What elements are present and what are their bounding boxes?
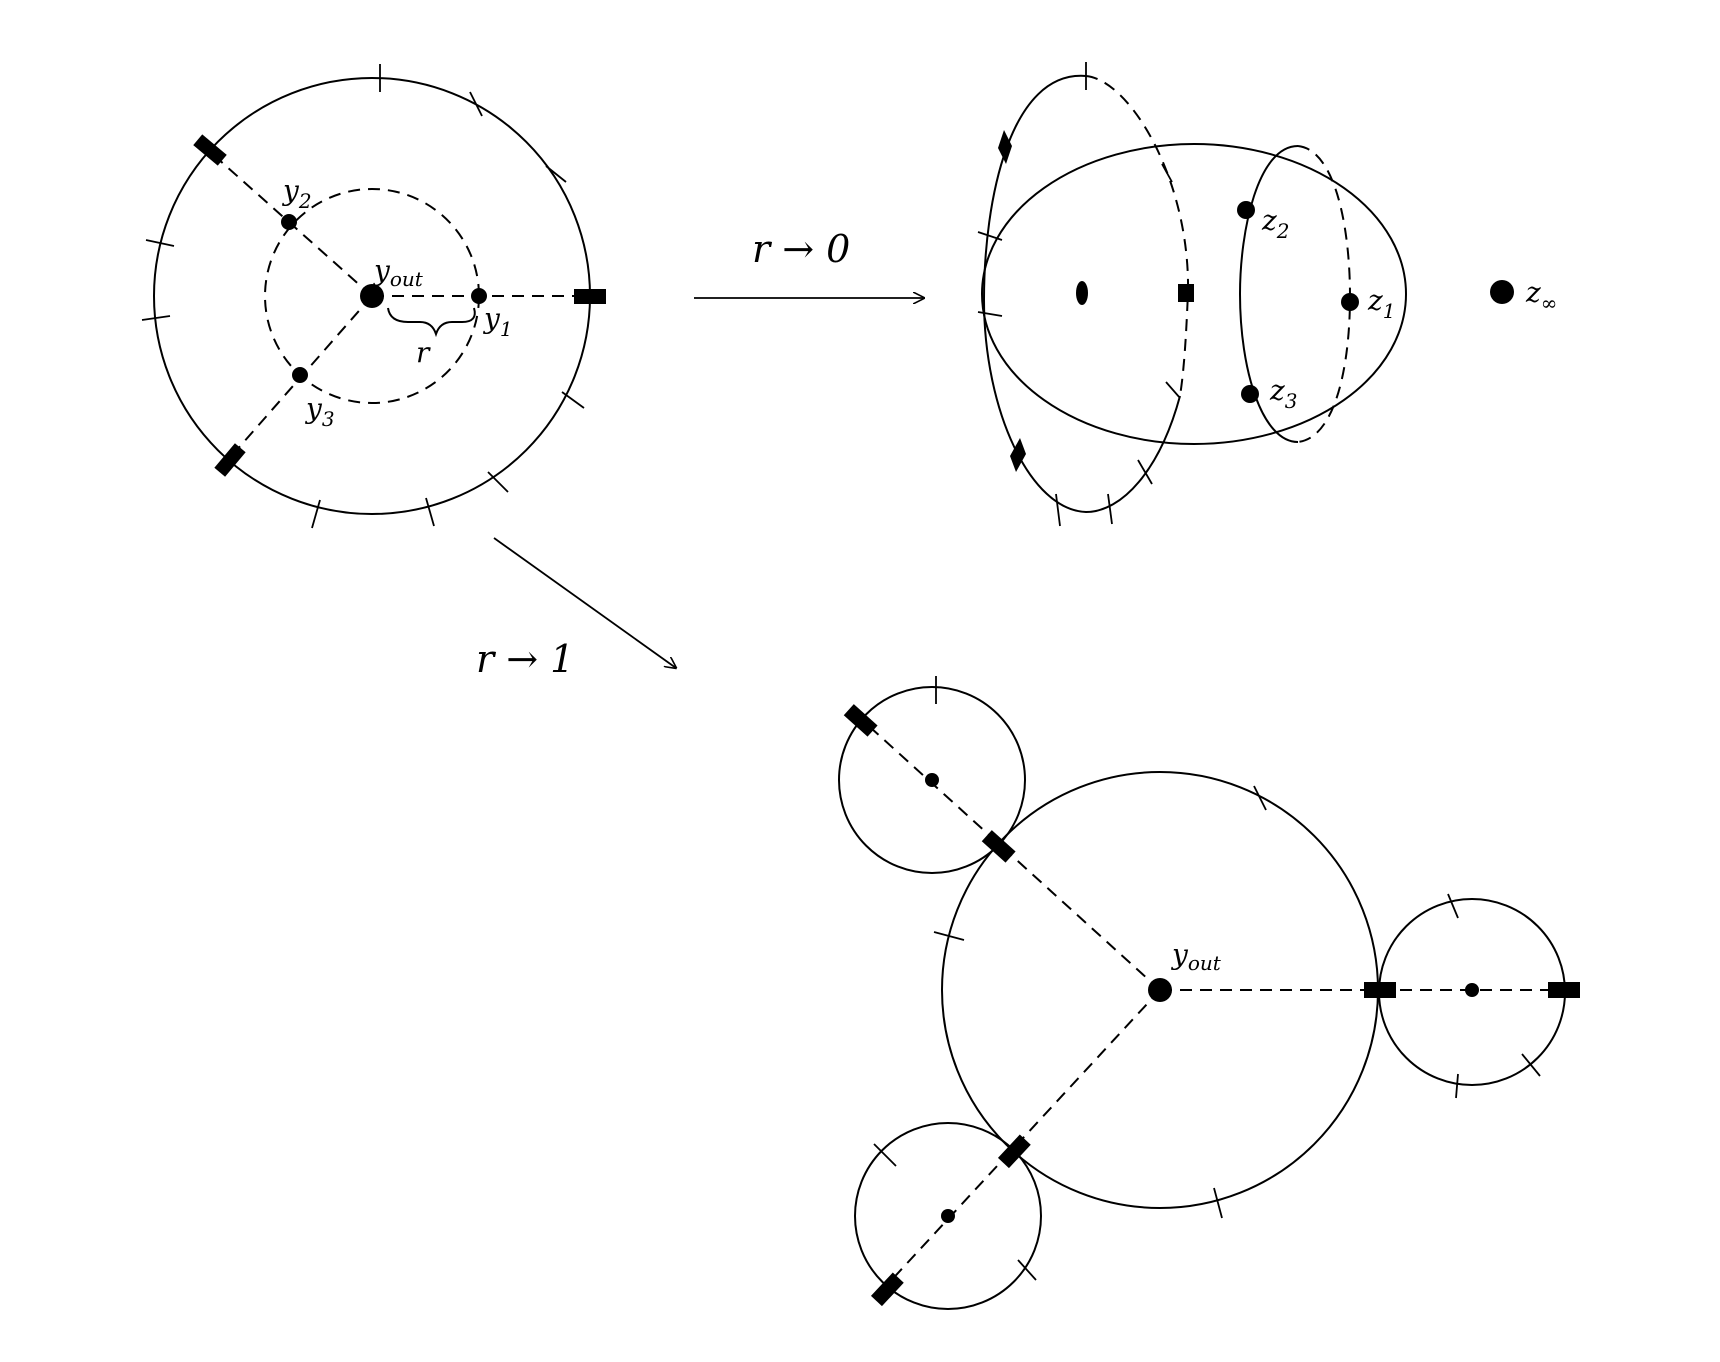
bubble-right-center xyxy=(1465,983,1479,997)
back-marker-square xyxy=(1178,284,1194,302)
left-ring-marker-top xyxy=(998,130,1012,164)
point-z1 xyxy=(1341,293,1359,311)
label-y1: y1 xyxy=(482,302,513,341)
arrow-r-to-one-line xyxy=(493,537,676,668)
left-ring-marker-middle xyxy=(1076,281,1088,305)
label-z3: z3 xyxy=(1269,374,1298,413)
sphere-outline xyxy=(981,143,1407,445)
outer-circle-ticks xyxy=(141,64,585,529)
arrow-r-to-zero: r → 0 xyxy=(694,227,924,298)
inner-ring-back xyxy=(1297,145,1352,443)
boundary-marker-lower-left xyxy=(214,443,246,477)
point-z-infinity xyxy=(1490,280,1514,304)
node-marker-right-inner xyxy=(1364,982,1396,998)
arrow-r-to-one-label: r → 1 xyxy=(476,637,574,681)
bubble-tree-ticks xyxy=(873,676,1541,1281)
label-z-infinity: z∞ xyxy=(1525,276,1557,315)
radius-brace xyxy=(387,307,476,338)
puncture-y1 xyxy=(471,288,487,304)
node-marker-lower-left-inner xyxy=(997,1134,1031,1169)
radius-label: r xyxy=(416,336,431,369)
label-y2: y2 xyxy=(281,174,312,213)
left-ring-back xyxy=(1085,75,1190,397)
left-ring-ticks xyxy=(977,62,1181,527)
label-y3: y3 xyxy=(304,392,335,431)
limit-zero-panel: z2 z1 z3 z∞ xyxy=(977,62,1557,527)
bubble-lower-left xyxy=(854,1122,1042,1310)
bubble-upper-left xyxy=(838,686,1026,874)
point-z2 xyxy=(1237,201,1255,219)
label-z2: z2 xyxy=(1261,204,1290,243)
left-ring-marker-bottom xyxy=(1010,438,1026,472)
bubble-upper-left-center xyxy=(925,773,939,787)
main-center-point xyxy=(1148,978,1172,1002)
arrow-r-to-zero-label: r → 0 xyxy=(752,227,850,271)
boundary-marker-right xyxy=(574,289,606,304)
node-marker-upper-left-inner xyxy=(981,830,1016,863)
inner-ring-front xyxy=(1238,145,1299,443)
node-marker-lower-left-outer xyxy=(870,1272,904,1307)
main-center-label: yout xyxy=(1170,938,1222,975)
left-ring-front xyxy=(982,74,1181,514)
center-point xyxy=(360,284,384,308)
disk-panel: yout y2 y1 y3 r xyxy=(141,64,606,529)
boundary-marker-upper-left xyxy=(193,134,227,166)
puncture-y2 xyxy=(281,214,297,230)
node-marker-upper-left-outer xyxy=(843,704,878,737)
node-marker-right-outer xyxy=(1548,982,1580,998)
arrow-r-to-one: r → 1 xyxy=(476,537,676,681)
label-z1: z1 xyxy=(1367,284,1396,323)
puncture-y3 xyxy=(292,367,308,383)
limit-one-panel: yout xyxy=(838,676,1580,1310)
bubble-lower-left-center xyxy=(941,1209,955,1223)
center-label: yout xyxy=(372,254,424,291)
point-z3 xyxy=(1241,385,1259,403)
